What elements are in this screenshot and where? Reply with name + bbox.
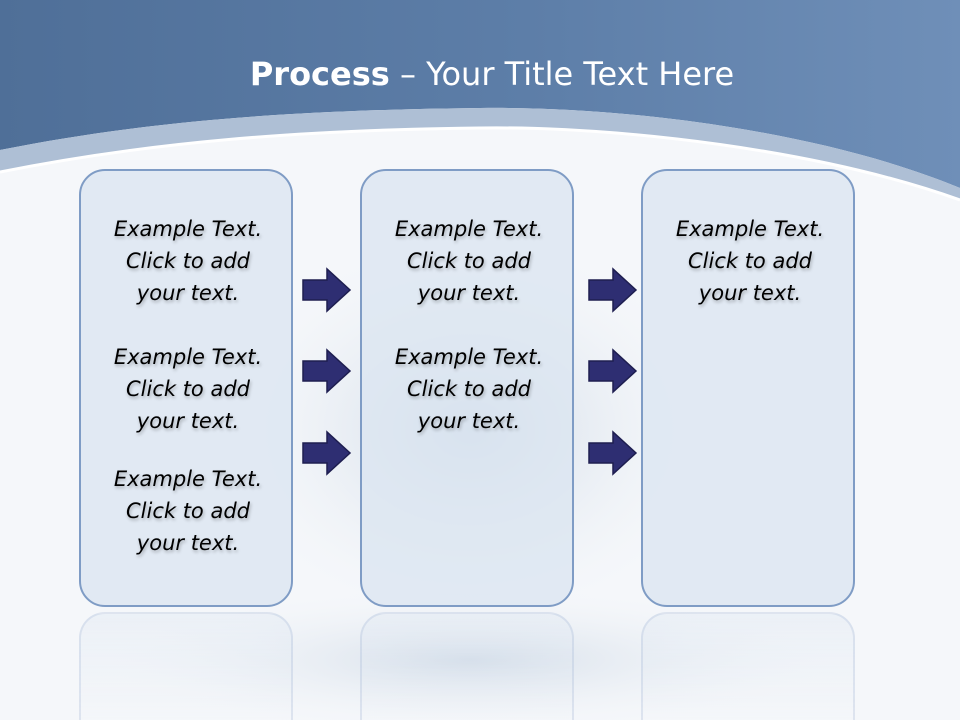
process-box-3[interactable]: Example Text. Click to add your text. [641, 169, 855, 607]
example-text-line[interactable]: Example Text. [113, 467, 263, 491]
arrow-right-icon [588, 267, 638, 313]
box-reflection-1 [79, 612, 293, 720]
example-text-line[interactable]: your text. [698, 281, 802, 305]
header-swoosh [0, 107, 960, 200]
title-bold: Process [249, 55, 390, 93]
example-text-line[interactable]: Example Text. [113, 345, 263, 369]
header-highlight [0, 126, 960, 202]
process-box-1[interactable]: Example Text. Click to add your text. Examp… [79, 169, 293, 607]
example-text-line[interactable]: Example Text. [394, 217, 544, 241]
example-text-line[interactable]: your text. [136, 531, 240, 555]
example-text-line[interactable]: your text. [136, 281, 240, 305]
example-text-line[interactable]: your text. [417, 409, 521, 433]
example-text-line[interactable]: Click to add [125, 377, 250, 401]
title-rest: – Your Title Text Here [389, 55, 735, 93]
arrow-right-icon [302, 267, 352, 313]
arrow-right-icon [588, 430, 638, 476]
arrow-right-icon [302, 430, 352, 476]
slide-title[interactable]: Process – Your Title Text Here [0, 52, 960, 96]
box-reflection-2 [360, 612, 574, 720]
process-box-2[interactable]: Example Text. Click to add your text. Examp… [360, 169, 574, 607]
example-text-line[interactable]: your text. [417, 281, 521, 305]
arrow-right-icon [588, 348, 638, 394]
header-band [0, 0, 960, 188]
example-text-line[interactable]: Click to add [406, 377, 531, 401]
box-reflection-3 [641, 612, 855, 720]
example-text-line[interactable]: Example Text. [675, 217, 825, 241]
arrow-right-icon [302, 348, 352, 394]
example-text-line[interactable]: Click to add [687, 249, 812, 273]
example-text-line[interactable]: Click to add [125, 249, 250, 273]
example-text-line[interactable]: Example Text. [394, 345, 544, 369]
example-text-line[interactable]: Click to add [125, 499, 250, 523]
example-text-line[interactable]: your text. [136, 409, 240, 433]
example-text-line[interactable]: Click to add [406, 249, 531, 273]
example-text-line[interactable]: Example Text. [113, 217, 263, 241]
